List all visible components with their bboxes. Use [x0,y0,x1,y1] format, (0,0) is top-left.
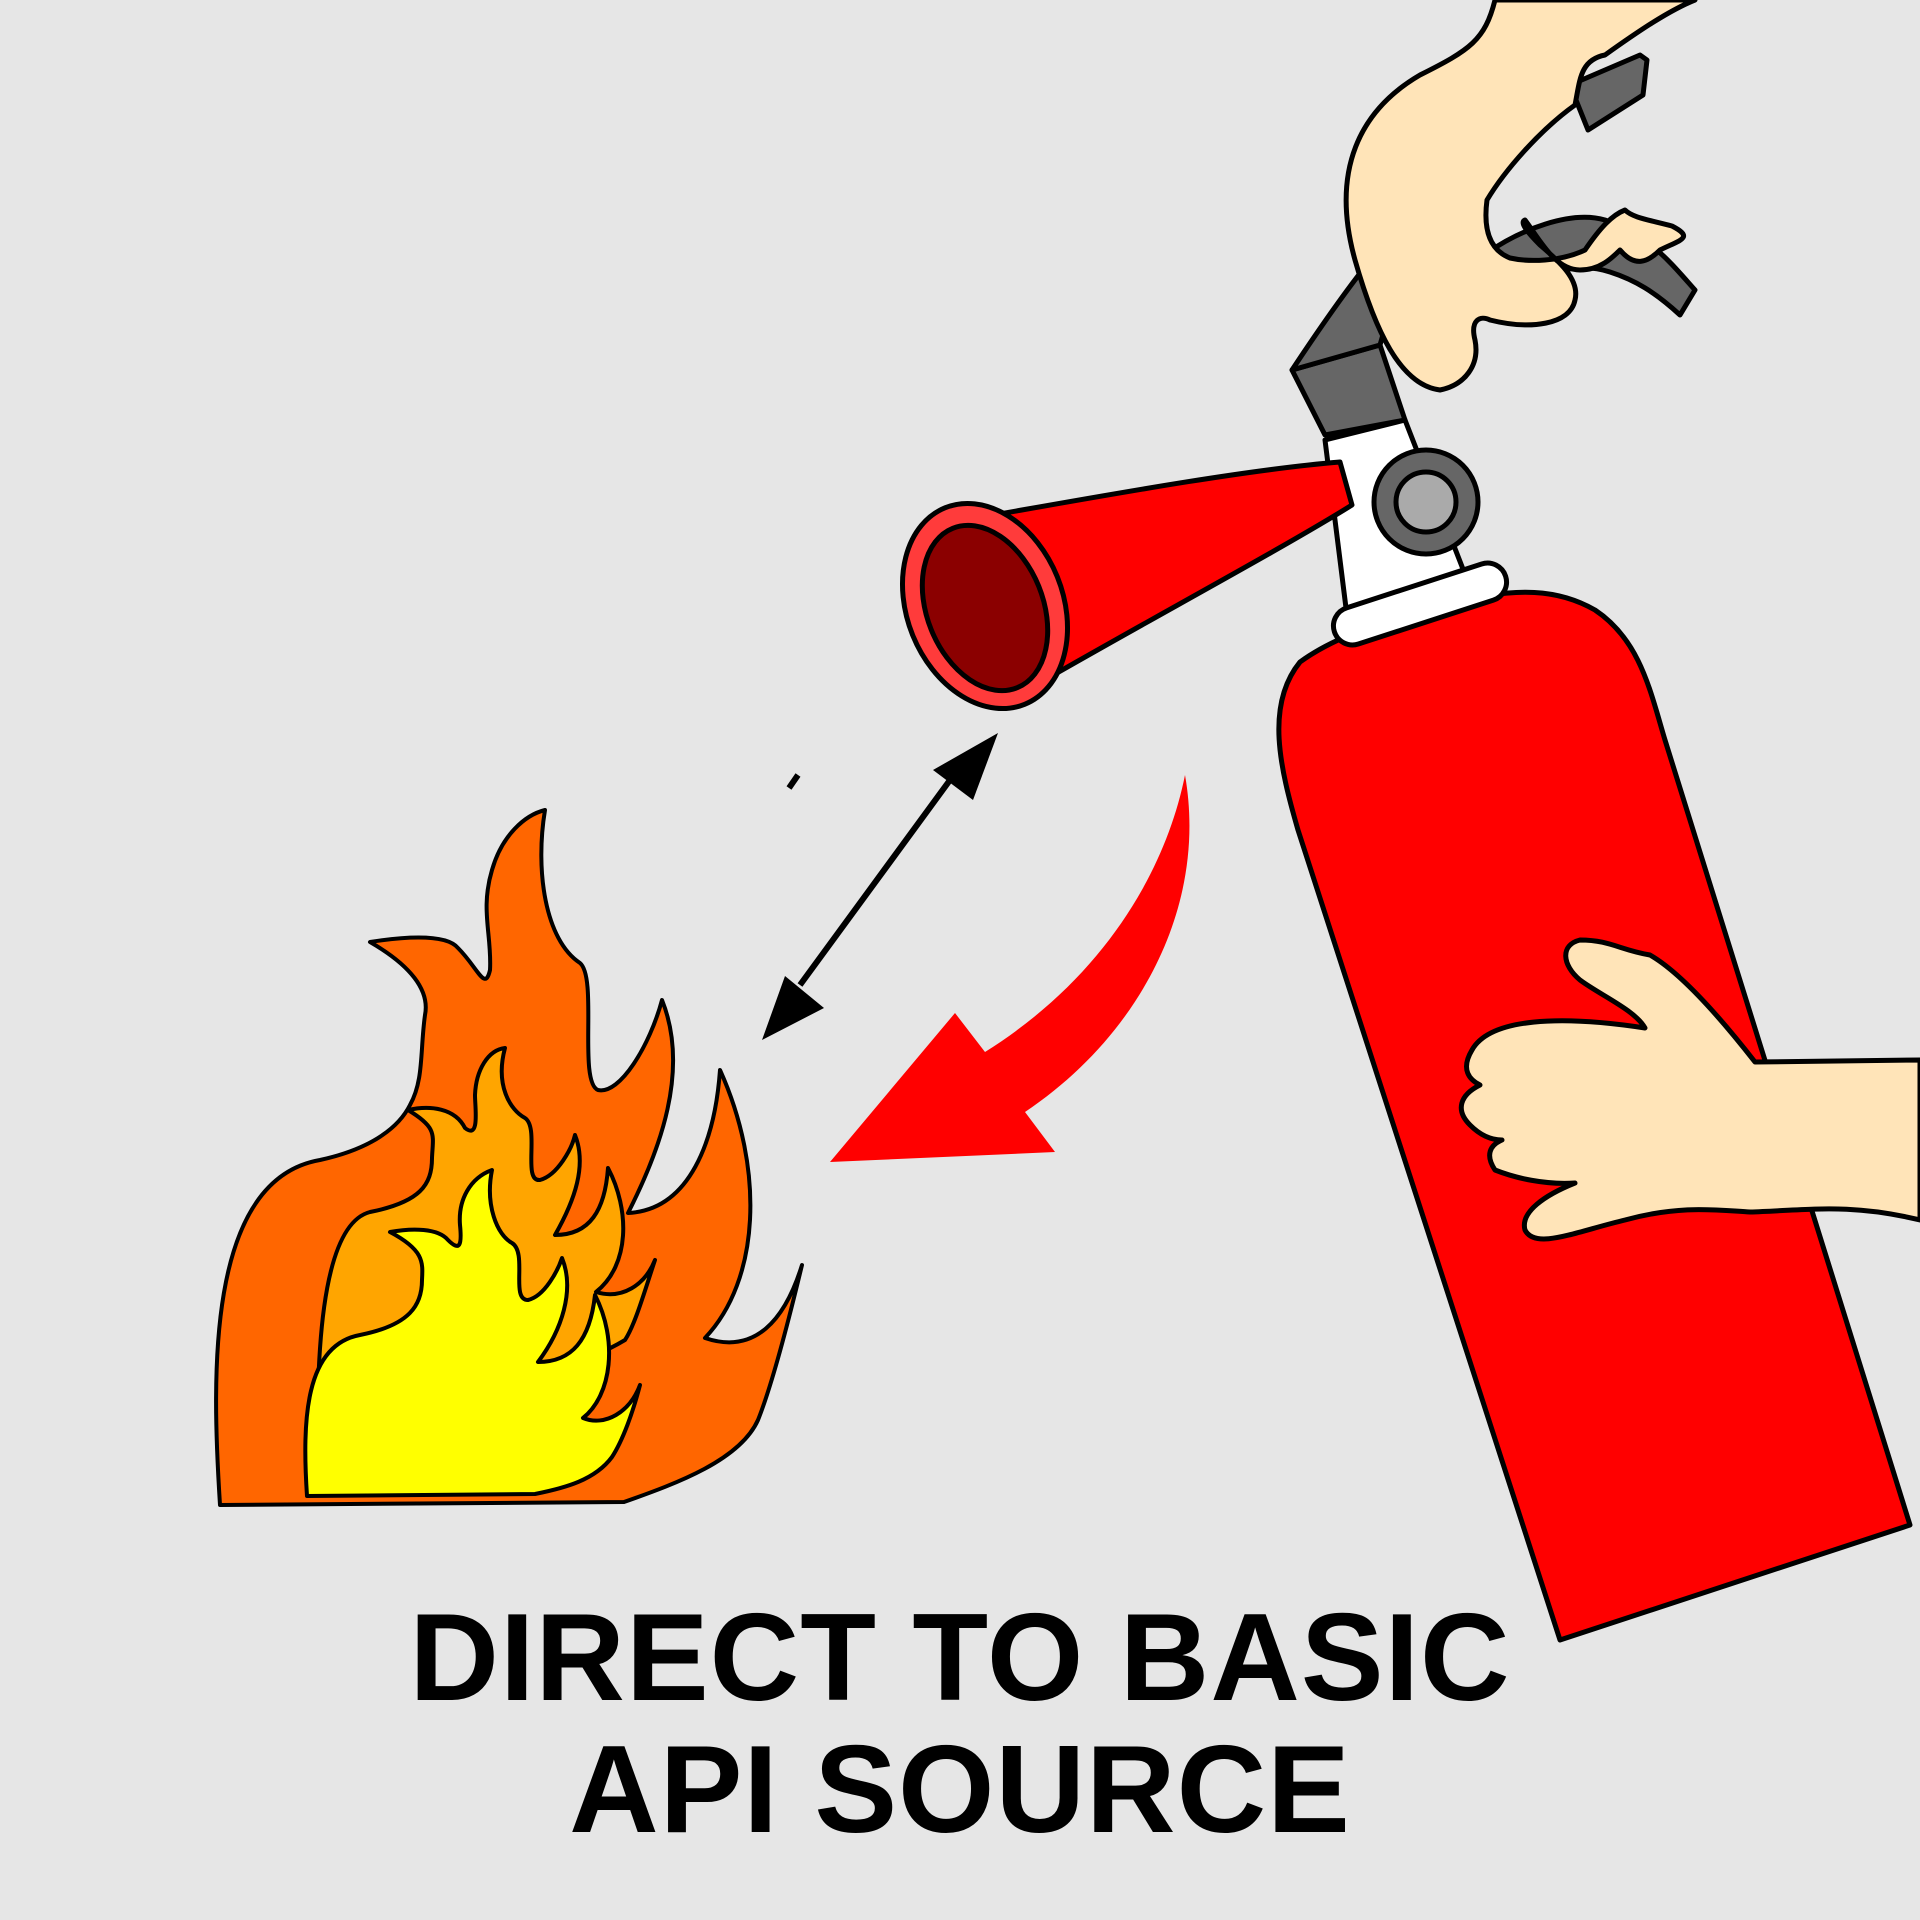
flame-inner [303,1168,642,1498]
hand-icon [1343,0,1698,393]
arrowhead-bottom [762,976,824,1040]
instruction-caption: DIRECT TO BASIC API SOURCE [0,1592,1920,1856]
caption-line-1: DIRECT TO BASIC [409,1589,1511,1727]
nozzle-opening [919,522,1051,694]
fire-icon [214,808,804,1507]
valve-collar [1330,560,1510,648]
caption-line-2: API SOURCE [569,1721,1351,1859]
curved-arrow-icon [830,775,1190,1162]
top-hand [1343,0,1698,393]
hand-icon [1458,937,1920,1242]
bottom-hand [1458,937,1920,1242]
double-arrow-icon [762,733,998,1040]
arrowhead-top [933,733,998,800]
pressure-gauge-face [1393,469,1459,535]
handle-upper-lever [1567,52,1650,133]
